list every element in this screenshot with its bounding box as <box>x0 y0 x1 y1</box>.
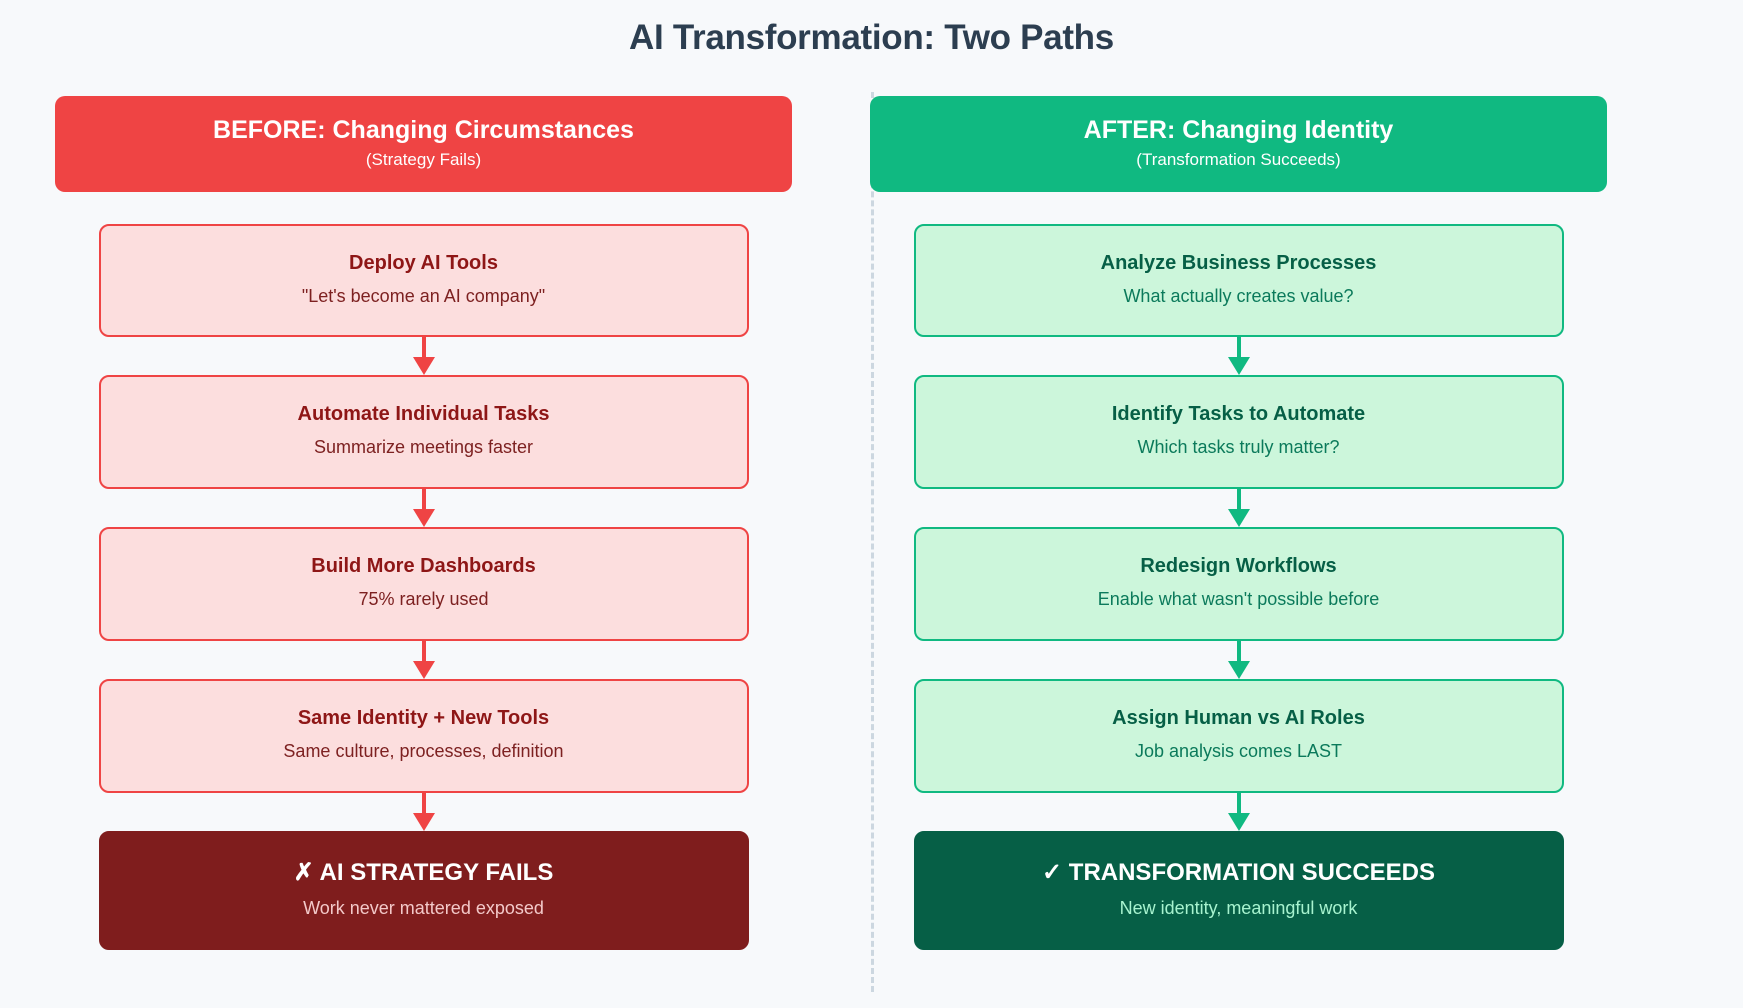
after-outcome-box[interactable]: ✓ TRANSFORMATION SUCCEEDS New identity, … <box>913 830 1564 951</box>
after-banner: AFTER: Changing Identity (Transformation… <box>870 96 1607 192</box>
before-step-1-subtitle: "Let's become an AI company" <box>301 285 546 306</box>
after-outcome-subtitle: New identity, meaningful work <box>1119 898 1358 919</box>
before-step-1-title: Deploy AI Tools <box>349 251 498 274</box>
before-step-3-title: Build More Dashboards <box>311 555 536 578</box>
arrow-stem <box>421 792 426 815</box>
before-flow-chain: Deploy AI Tools "Let's become an AI comp… <box>98 223 749 951</box>
after-column: AFTER: Changing Identity (Transformation… <box>870 96 1607 951</box>
before-outcome-title: ✗ AI STRATEGY FAILS <box>293 858 554 886</box>
after-arrow-4 <box>1227 792 1250 831</box>
after-arrow-3 <box>1227 641 1250 680</box>
after-step-3-subtitle: Enable what wasn't possible before <box>1097 589 1380 610</box>
after-banner-subtitle: (Transformation Succeeds) <box>1136 149 1341 169</box>
before-outcome-box[interactable]: ✗ AI STRATEGY FAILS Work never mattered … <box>98 830 749 951</box>
page-title: AI Transformation: Two Paths <box>629 18 1114 57</box>
before-step-2-title: Automate Individual Tasks <box>297 403 550 426</box>
after-step-4[interactable]: Assign Human vs AI Roles Job analysis co… <box>913 679 1564 793</box>
before-arrow-2 <box>412 489 435 528</box>
before-banner-subtitle: (Strategy Fails) <box>365 149 482 169</box>
before-step-2[interactable]: Automate Individual Tasks Summarize meet… <box>98 375 749 490</box>
arrow-stem <box>1236 337 1241 360</box>
arrow-head-down-icon <box>1227 509 1250 528</box>
before-column: BEFORE: Changing Circumstances (Strategy… <box>55 96 792 951</box>
arrow-head-down-icon <box>412 661 435 680</box>
before-arrow-3 <box>412 641 435 680</box>
arrow-stem <box>421 337 426 360</box>
after-outcome-title: ✓ TRANSFORMATION SUCCEEDS <box>1042 858 1435 886</box>
after-step-2-title: Identify Tasks to Automate <box>1111 403 1366 426</box>
before-arrow-4 <box>412 792 435 831</box>
before-step-3-subtitle: 75% rarely used <box>358 589 489 610</box>
before-step-4[interactable]: Same Identity + New Tools Same culture, … <box>98 679 749 793</box>
arrow-head-down-icon <box>1227 357 1250 376</box>
before-step-4-title: Same Identity + New Tools <box>297 707 550 730</box>
before-step-4-subtitle: Same culture, processes, definition <box>283 741 564 762</box>
before-outcome-subtitle: Work never mattered exposed <box>303 898 544 919</box>
before-step-2-subtitle: Summarize meetings faster <box>313 437 534 458</box>
arrow-stem <box>421 641 426 664</box>
two-path-comparison: BEFORE: Changing Circumstances (Strategy… <box>0 96 1743 951</box>
arrow-head-down-icon <box>1227 812 1250 831</box>
arrow-head-down-icon <box>412 357 435 376</box>
before-banner: BEFORE: Changing Circumstances (Strategy… <box>55 96 792 192</box>
before-step-3[interactable]: Build More Dashboards 75% rarely used <box>98 527 749 642</box>
after-step-4-subtitle: Job analysis comes LAST <box>1134 741 1343 762</box>
after-flow-chain: Analyze Business Processes What actually… <box>913 223 1564 951</box>
after-arrow-1 <box>1227 337 1250 376</box>
after-step-4-title: Assign Human vs AI Roles <box>1112 707 1365 730</box>
before-arrow-1 <box>412 337 435 376</box>
arrow-head-down-icon <box>412 812 435 831</box>
arrow-head-down-icon <box>412 509 435 528</box>
after-step-1-title: Analyze Business Processes <box>1100 251 1377 274</box>
arrow-stem <box>421 489 426 512</box>
before-banner-title: BEFORE: Changing Circumstances <box>213 116 634 144</box>
arrow-stem <box>1236 489 1241 512</box>
after-step-1-subtitle: What actually creates value? <box>1123 285 1354 306</box>
after-arrow-2 <box>1227 489 1250 528</box>
after-step-2[interactable]: Identify Tasks to Automate Which tasks t… <box>913 375 1564 490</box>
after-step-2-subtitle: Which tasks truly matter? <box>1137 437 1340 458</box>
arrow-stem <box>1236 792 1241 815</box>
arrow-stem <box>1236 641 1241 664</box>
after-step-1[interactable]: Analyze Business Processes What actually… <box>913 223 1564 338</box>
after-step-3-title: Redesign Workflows <box>1140 555 1337 578</box>
arrow-head-down-icon <box>1227 661 1250 680</box>
before-step-1[interactable]: Deploy AI Tools "Let's become an AI comp… <box>98 223 749 338</box>
after-step-3[interactable]: Redesign Workflows Enable what wasn't po… <box>913 527 1564 642</box>
vertical-dashed-divider <box>871 92 874 992</box>
after-banner-title: AFTER: Changing Identity <box>1083 116 1394 144</box>
